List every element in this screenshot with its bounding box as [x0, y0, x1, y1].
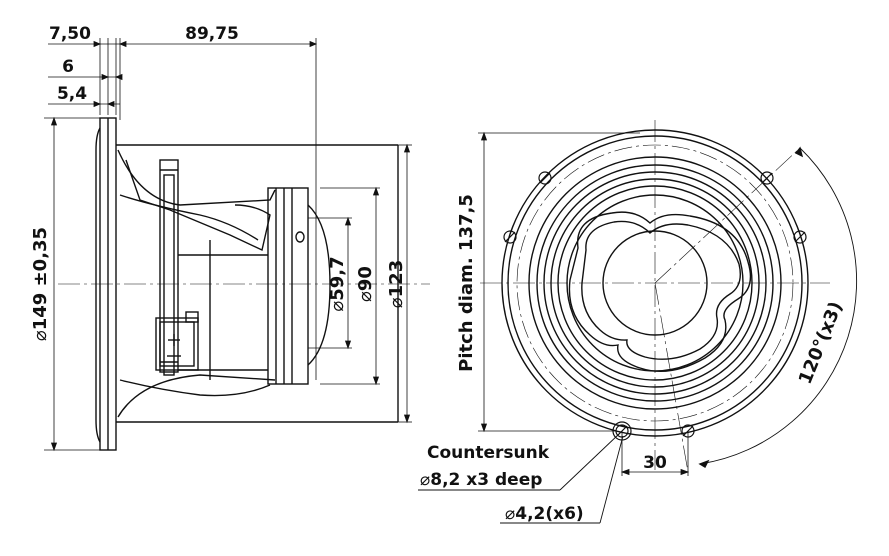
dim-flange-a: 6 [62, 57, 74, 77]
spacing-label: 30 [643, 453, 667, 473]
svg-text:⌀59,7: ⌀59,7 [327, 256, 348, 311]
outer-diameter-dimension [44, 116, 100, 452]
basket-frame [116, 144, 399, 423]
countersunk-title: Countersunk [427, 443, 550, 463]
magnet-mid-label: ⌀90 [355, 266, 376, 302]
svg-text:Pitch diam. 137,5: Pitch diam. 137,5 [456, 194, 477, 372]
magnet-outer-label: ⌀123 [386, 260, 407, 308]
outer-diameter-label: ⌀149 ±0,35 [30, 227, 51, 341]
mounting-hole [538, 171, 552, 185]
trefoil-cap-inner [581, 220, 742, 360]
magnet-dimensions [308, 143, 412, 424]
diameter-symbol: ⌀ [30, 330, 51, 341]
svg-text:⌀149 ±0,35: ⌀149 ±0,35 [30, 227, 51, 341]
front-view [418, 120, 858, 524]
mounting-hole [760, 171, 774, 185]
svg-text:120°(x3): 120°(x3) [795, 299, 847, 388]
trefoil-cap-outer [568, 211, 752, 373]
top-dimension-lines [48, 38, 318, 380]
dim-flange-front: 7,50 [49, 24, 91, 44]
mounting-hole [503, 230, 517, 244]
dim-flange-b: 5,4 [57, 84, 87, 104]
dim-magnet-mid: 90 [355, 266, 376, 291]
countersunk-spec: ⌀8,2 x3 deep [420, 470, 542, 490]
side-view [44, 38, 430, 452]
mounting-hole [793, 230, 807, 244]
dim-outer-diameter: 149 ±0,35 [30, 227, 51, 330]
motor-structure [159, 159, 331, 385]
angle-label: 120°(x3) [795, 299, 847, 388]
hole-spec: ⌀4,2(x6) [505, 504, 584, 524]
magnet-inner-label: ⌀59,7 [327, 256, 348, 311]
dim-magnet-inner: 59,7 [327, 256, 348, 300]
svg-text:⌀90: ⌀90 [355, 266, 376, 302]
svg-text:⌀123: ⌀123 [386, 260, 407, 308]
terminal [155, 311, 199, 371]
pitch-diameter-label: Pitch diam. 137,5 [456, 194, 477, 372]
dim-magnet-outer: 123 [386, 260, 407, 298]
angle-arc [699, 147, 858, 465]
dim-total-depth: 89,75 [185, 24, 239, 44]
